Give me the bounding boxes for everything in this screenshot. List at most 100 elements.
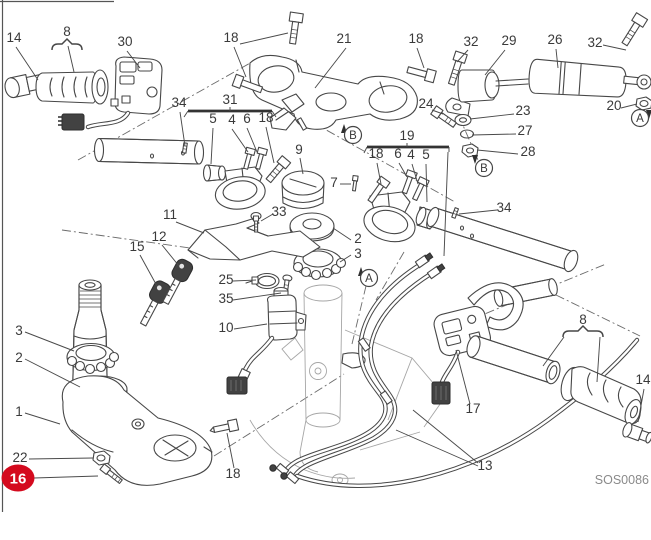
callout-8-1: 8 [63,24,71,39]
svg-text:B: B [480,163,488,175]
callout-32-6: 32 [463,34,478,49]
view-markers: B B A A [343,108,650,288]
yoke-pinch-bolt [209,418,240,433]
right-grip [560,366,642,425]
callout-26-8: 26 [547,32,562,47]
callout-15-32: 15 [129,239,144,254]
callout-29-7: 29 [501,33,516,48]
right-bar-end-weight [622,422,651,444]
callout-6-23: 6 [394,146,402,161]
bottom-yoke [61,375,213,486]
damper-bolt [621,12,649,47]
callout-18-42: 18 [225,466,240,481]
callout-33-30: 33 [271,204,286,219]
callout-19-21: 19 [399,128,414,143]
left-bar-bush [202,164,227,182]
callout-34-28: 34 [496,200,512,215]
callout-6-14: 6 [243,111,251,126]
callout-18-5: 18 [408,31,423,46]
callout-34-10: 34 [171,95,187,110]
callout-30-2: 30 [117,34,132,49]
badge-ellipse [1,464,35,492]
callout-2-33: 2 [354,231,362,246]
clamp-top-bolt [288,11,304,45]
view-marker-A-2: A [630,108,650,128]
top-triple-clamp [231,11,437,131]
damper-rod-end [623,75,639,86]
damper-body [528,58,627,98]
callout-2-39: 2 [15,350,23,365]
view-marker-B-0: B [343,125,363,145]
callout-25-35: 25 [218,272,233,287]
callout-17-43: 17 [465,401,480,416]
callout-18-3: 18 [223,30,238,45]
key-spare [162,258,194,305]
clamp-bolt [265,155,292,184]
callout-4-13: 4 [228,112,236,127]
clamp-screw [255,146,268,170]
immobilizer-antenna-ring [245,272,280,290]
left-handlebar-tube [93,137,205,165]
ignition-lock-cover [281,170,325,210]
callout-12-31: 12 [151,229,166,244]
highlight-badge-16[interactable]: 16 [1,464,35,492]
callout-7-27: 7 [330,175,338,190]
stem-nut [92,450,111,466]
callout-27-19: 27 [517,123,532,138]
heat-guard-bracket [187,218,321,261]
callout-11-29: 11 [163,207,177,222]
callout-5-25: 5 [422,147,430,162]
callout-23-17: 23 [515,103,530,118]
callout-32-9: 32 [587,35,602,50]
tube-pin [451,207,460,219]
callout-22-41: 22 [12,450,27,465]
callout-8-44: 8 [579,312,587,327]
callout-14-0: 14 [6,30,22,45]
svg-text:A: A [636,113,644,125]
tube-pin [181,142,188,154]
callout-28-20: 28 [520,144,535,159]
ignition-switch [226,286,307,395]
callout-4-24: 4 [407,147,415,162]
page-border [0,0,114,512]
badge-number: 16 [10,471,27,488]
callout-10-37: 10 [218,320,233,335]
steering-stop-parts [269,93,308,131]
lower-steering-bearing [66,342,120,375]
right-clipon-tube [493,278,558,307]
callout-13-46: 13 [477,458,492,473]
clamp-left-bolt [231,73,264,94]
callout-31-11: 31 [222,92,237,107]
callout-5-12: 5 [209,111,217,126]
callout-18-15: 18 [258,110,273,125]
callout-1-40: 1 [15,404,23,419]
clamp-right-bolt [406,66,437,84]
ignition-connector [226,376,248,395]
svg-text:A: A [365,273,373,285]
left-switch-unit [58,56,163,131]
callout-24-16: 24 [418,96,434,111]
callout-14-45: 14 [635,372,651,387]
svg-text:B: B [349,130,357,142]
left-switch-connector [61,113,85,131]
view-marker-B-1: B [474,158,494,178]
damper-rod [495,78,529,87]
left-riser-clamp [214,146,292,210]
left-grip [35,69,109,105]
guard-screw [250,211,262,233]
callout-35-36: 35 [218,291,233,306]
right-handlebar-tube [426,206,579,273]
right-grip-tube [466,335,561,385]
upper-steering-bearing [292,248,347,281]
snap-ring [459,129,475,139]
callout-20-18: 20 [606,98,621,113]
callout-21-4: 21 [336,31,351,46]
callout-3-34: 3 [354,246,362,261]
damper-nut [635,96,651,111]
view-marker-A-3: A [359,268,379,288]
callout-3-38: 3 [15,323,23,338]
lock-screw [351,174,359,192]
